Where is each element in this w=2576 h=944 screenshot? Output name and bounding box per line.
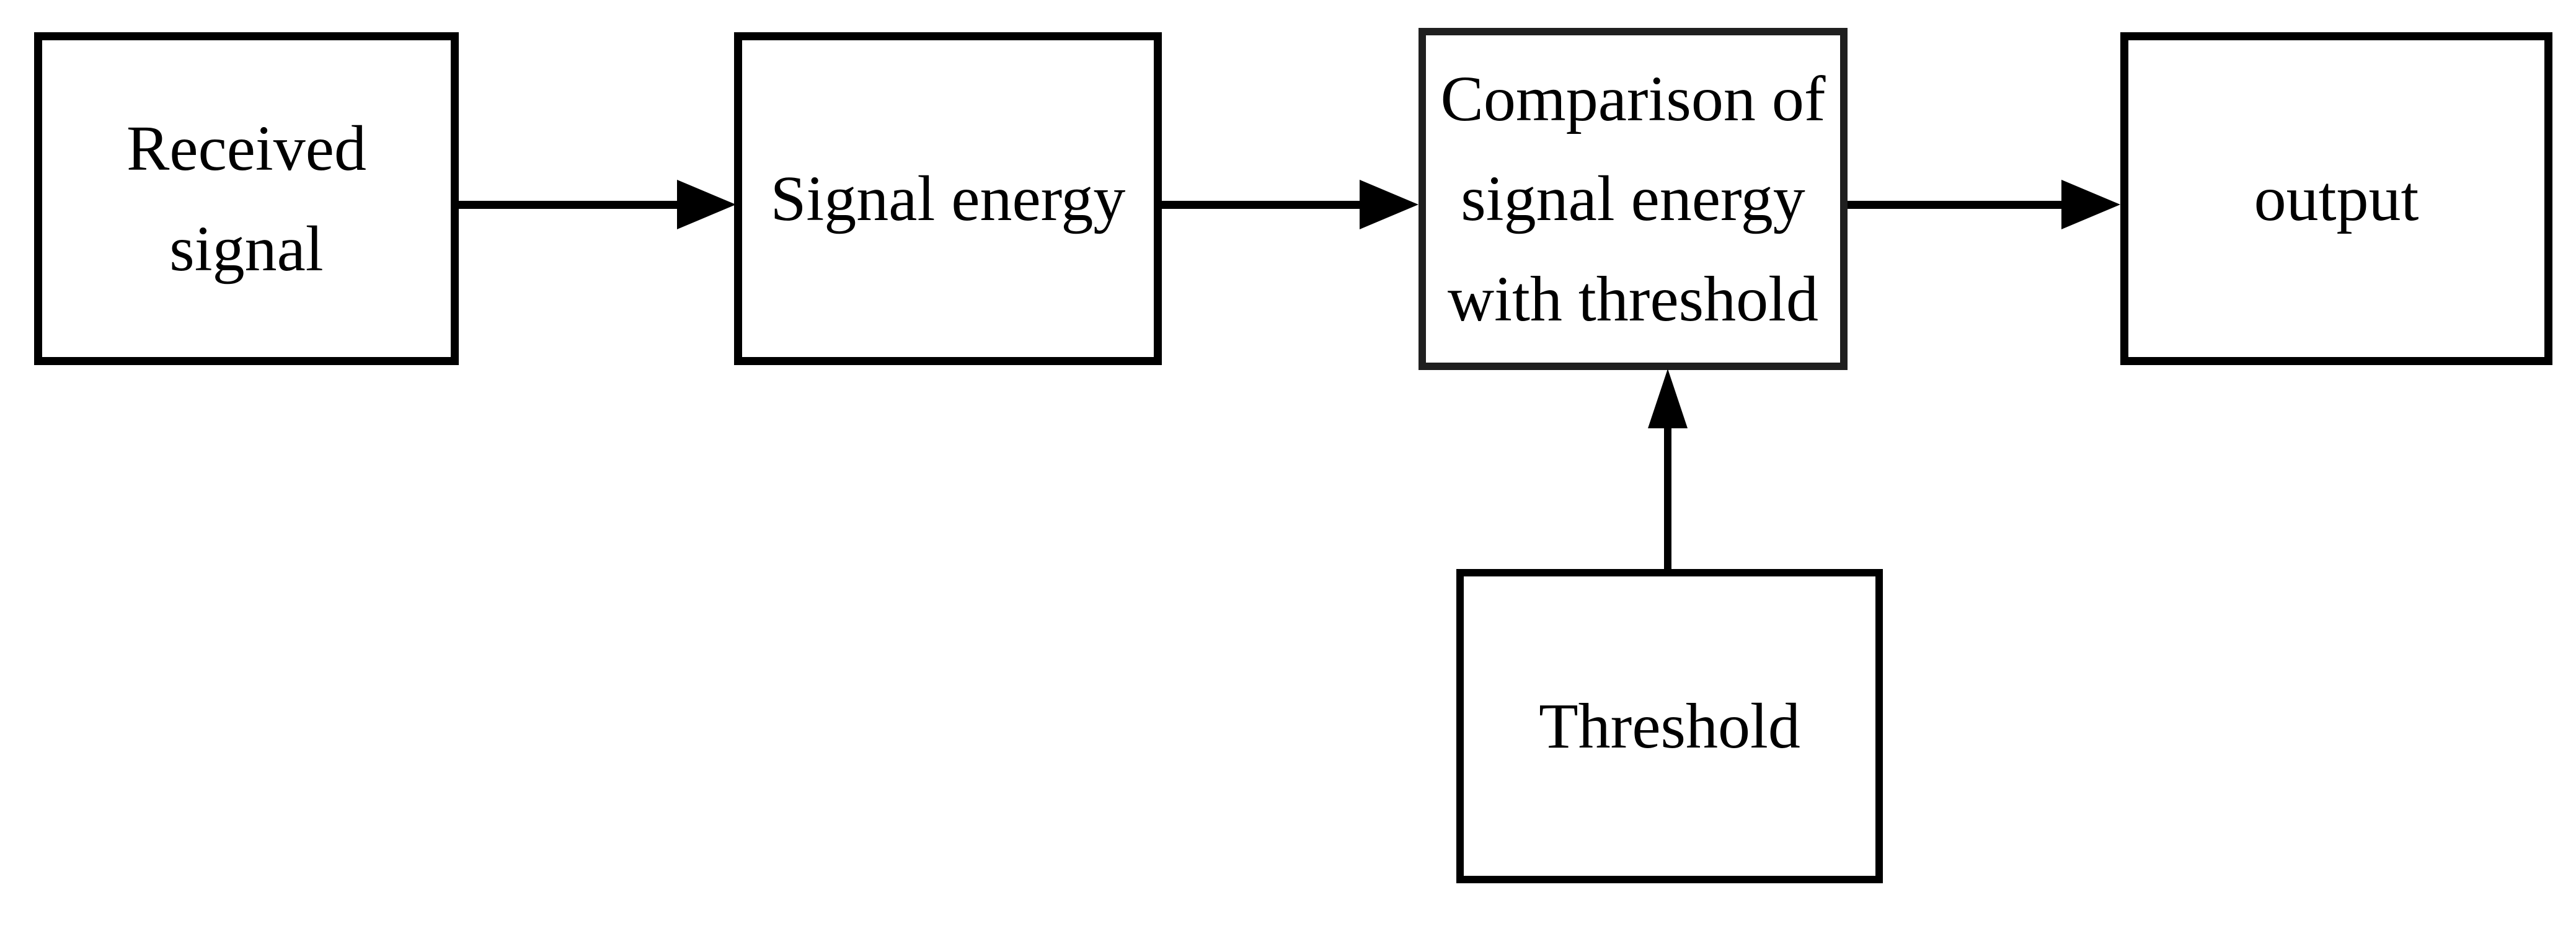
node-received-signal: Received signal xyxy=(34,32,459,365)
arrow-comparison-to-output-shaft xyxy=(1848,201,2061,209)
node-output: output xyxy=(2120,32,2552,365)
node-output-label: output xyxy=(2254,162,2419,234)
arrow-comparison-to-output-head xyxy=(2061,180,2120,229)
arrow-received-to-energy-shaft xyxy=(459,201,677,209)
node-signal-energy-label: Signal energy xyxy=(770,162,1126,234)
arrow-received-to-energy-head xyxy=(677,180,736,229)
arrow-threshold-to-comparison-shaft xyxy=(1664,428,1671,569)
node-threshold-label: Threshold xyxy=(1539,690,1800,762)
arrow-energy-to-comparison-head xyxy=(1360,180,1419,229)
node-threshold: Threshold xyxy=(1456,569,1883,883)
node-comparison-label: Comparison of signal energy with thresho… xyxy=(1440,63,1826,335)
arrow-threshold-to-comparison-head xyxy=(1648,369,1688,428)
node-signal-energy: Signal energy xyxy=(734,32,1162,365)
node-comparison: Comparison of signal energy with thresho… xyxy=(1419,28,1848,370)
arrow-energy-to-comparison-shaft xyxy=(1162,201,1360,209)
node-received-signal-label: Received signal xyxy=(126,113,366,285)
